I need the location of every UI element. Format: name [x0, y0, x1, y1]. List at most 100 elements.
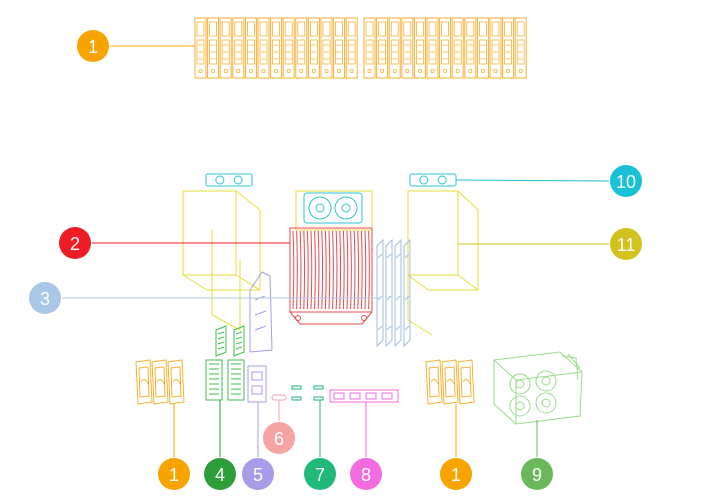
callout-number: 4	[215, 465, 225, 485]
psu-frame-left	[182, 190, 261, 291]
drive-bay-top	[244, 17, 257, 79]
drive-bay-top	[413, 17, 426, 79]
drive-bay-top	[333, 17, 346, 79]
callout-badge	[29, 282, 61, 314]
pcie-card	[227, 359, 245, 401]
drive-bay-top	[194, 17, 207, 79]
drive-carrier	[441, 359, 459, 405]
callout-badge	[521, 458, 553, 490]
psu-frame-outlines	[182, 190, 479, 336]
callout-badge	[350, 458, 382, 490]
drive-carrier	[457, 359, 475, 405]
drive-bay-top	[307, 17, 320, 79]
io-ports	[329, 389, 399, 403]
drive-bay-top	[219, 17, 232, 79]
connector-small	[271, 394, 287, 401]
drive-bay-top	[295, 17, 308, 79]
drive-bay-top	[207, 17, 220, 79]
callout-number: 2	[70, 234, 80, 254]
memory-dimm	[403, 238, 411, 348]
callout-badge	[304, 458, 336, 490]
callout-badge	[263, 422, 295, 454]
callout-number: 3	[40, 289, 50, 309]
callout-c5: 5	[242, 458, 274, 490]
callout-number: 11	[617, 235, 636, 255]
callout-c11: 11	[610, 228, 642, 260]
psu-frame-left-inner	[211, 230, 241, 331]
drive-bay-top	[282, 17, 295, 79]
callout-number: 9	[532, 465, 542, 485]
leader-lines	[62, 45, 610, 457]
memory-dimm	[394, 238, 402, 348]
drive-bay-top	[363, 17, 376, 79]
memory-dimm	[376, 238, 384, 348]
callout-number: 8	[361, 465, 371, 485]
memory-modules	[376, 238, 411, 348]
pcie-cards	[205, 325, 245, 401]
drive-cage-left	[135, 359, 185, 405]
callout-badge	[610, 165, 642, 197]
callout-number: 10	[616, 172, 636, 192]
drive-bay-top	[376, 17, 389, 79]
drive-bay-top	[270, 17, 283, 79]
fan-modules	[205, 173, 457, 224]
center-shroud	[295, 190, 373, 231]
callout-c1-top: 1	[77, 30, 109, 62]
drive-bay-top	[502, 17, 515, 79]
cage-fan	[509, 373, 531, 395]
fan-module-center	[303, 192, 363, 224]
callout-number: 1	[88, 37, 98, 57]
callout-c2: 2	[59, 227, 91, 259]
drive-carrier	[167, 359, 185, 405]
callout-number: 1	[451, 465, 461, 485]
cage-fan	[535, 392, 557, 414]
pcie-card	[205, 359, 223, 401]
callout-badge	[77, 30, 109, 62]
callout-c3: 3	[29, 282, 61, 314]
callout-badge	[59, 227, 91, 259]
pcie-card	[215, 325, 227, 357]
callout-badge	[204, 458, 236, 490]
drive-bay-top	[476, 17, 489, 79]
drive-cage-right	[425, 359, 475, 405]
drive-carrier	[135, 359, 153, 405]
callout-c1-right: 1	[440, 458, 472, 490]
leader-line	[455, 179, 610, 182]
drive-bay-top	[439, 17, 452, 79]
callout-c9: 9	[521, 458, 553, 490]
drive-bay-top	[514, 17, 527, 79]
drive-bay-top	[401, 17, 414, 79]
callout-number: 7	[315, 465, 325, 485]
cage-fan	[535, 370, 557, 392]
fan-module	[205, 173, 253, 187]
drive-bay-top	[451, 17, 464, 79]
callout-badge	[242, 458, 274, 490]
fan-module	[409, 173, 457, 187]
cage-fan	[509, 395, 531, 417]
riser-assembly	[247, 271, 273, 403]
callout-c10: 10	[610, 165, 642, 197]
drive-carrier	[425, 359, 443, 405]
callout-c8: 8	[350, 458, 382, 490]
psu-frame-right	[407, 190, 479, 291]
callout-badge	[440, 458, 472, 490]
drive-bay-row-top	[194, 17, 527, 79]
callout-number: 5	[253, 465, 263, 485]
cpu-heatsink	[289, 227, 373, 325]
callout-number: 6	[274, 429, 284, 449]
drive-bay-top	[345, 17, 358, 79]
callout-number: 1	[169, 465, 179, 485]
callout-c4: 4	[204, 458, 236, 490]
callout-c6: 6	[263, 422, 295, 454]
drive-bay-top	[464, 17, 477, 79]
memory-dimm	[385, 238, 393, 348]
drive-bay-top	[388, 17, 401, 79]
small-connectors	[271, 385, 399, 403]
drive-carrier	[151, 359, 169, 405]
fan-cage-assembly	[493, 351, 583, 425]
callout-badge	[158, 458, 190, 490]
connector-green	[291, 385, 324, 401]
